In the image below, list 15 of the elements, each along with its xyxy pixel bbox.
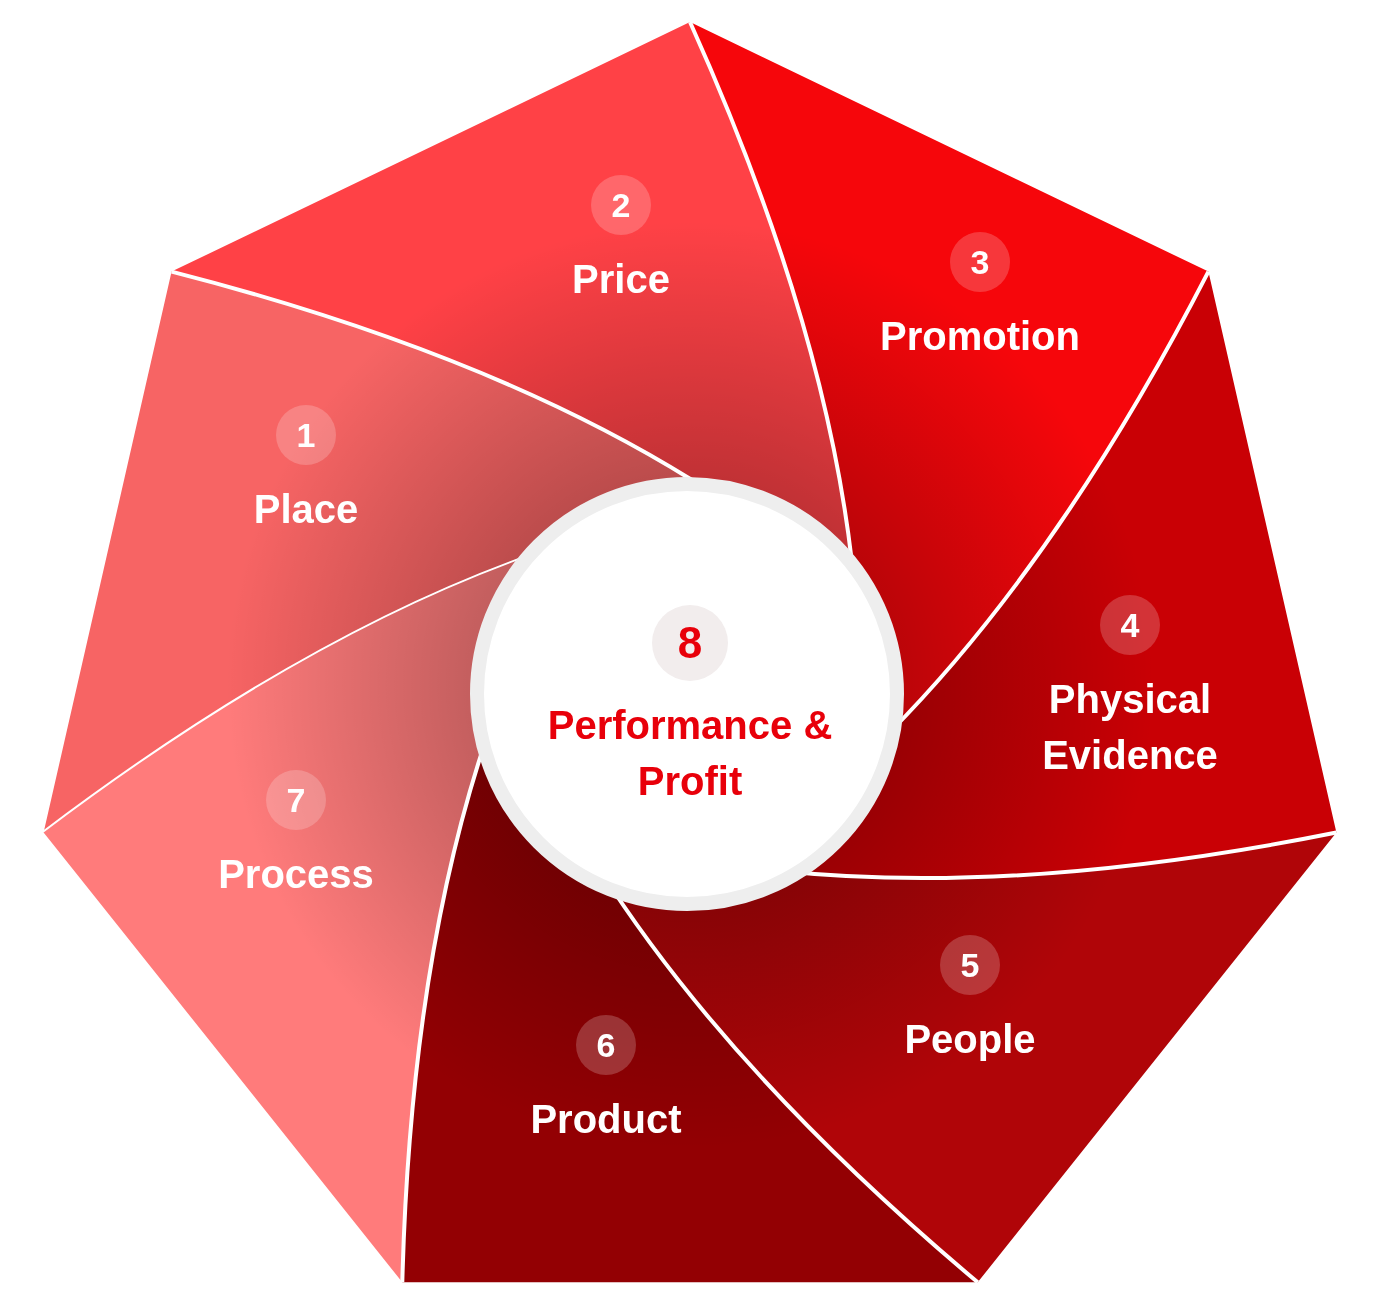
- number-badge: 2: [591, 175, 651, 235]
- segment-label: Place: [253, 486, 359, 533]
- segment-label: Performance & Profit: [546, 702, 834, 805]
- segment-label: Physical Evidence: [1041, 676, 1219, 779]
- segment-label: Promotion: [880, 313, 1080, 360]
- number-badge: 1: [276, 405, 336, 465]
- segment-label: Price: [572, 256, 670, 303]
- number-badge: 4: [1100, 595, 1160, 655]
- number-badge: 6: [576, 1015, 636, 1075]
- number-badge: 7: [266, 770, 326, 830]
- number-badge: 5: [940, 935, 1000, 995]
- number-badge: 3: [950, 232, 1010, 292]
- segment-label: People: [904, 1016, 1036, 1063]
- segment-label: Process: [218, 851, 374, 898]
- segment-label: Product: [530, 1096, 682, 1143]
